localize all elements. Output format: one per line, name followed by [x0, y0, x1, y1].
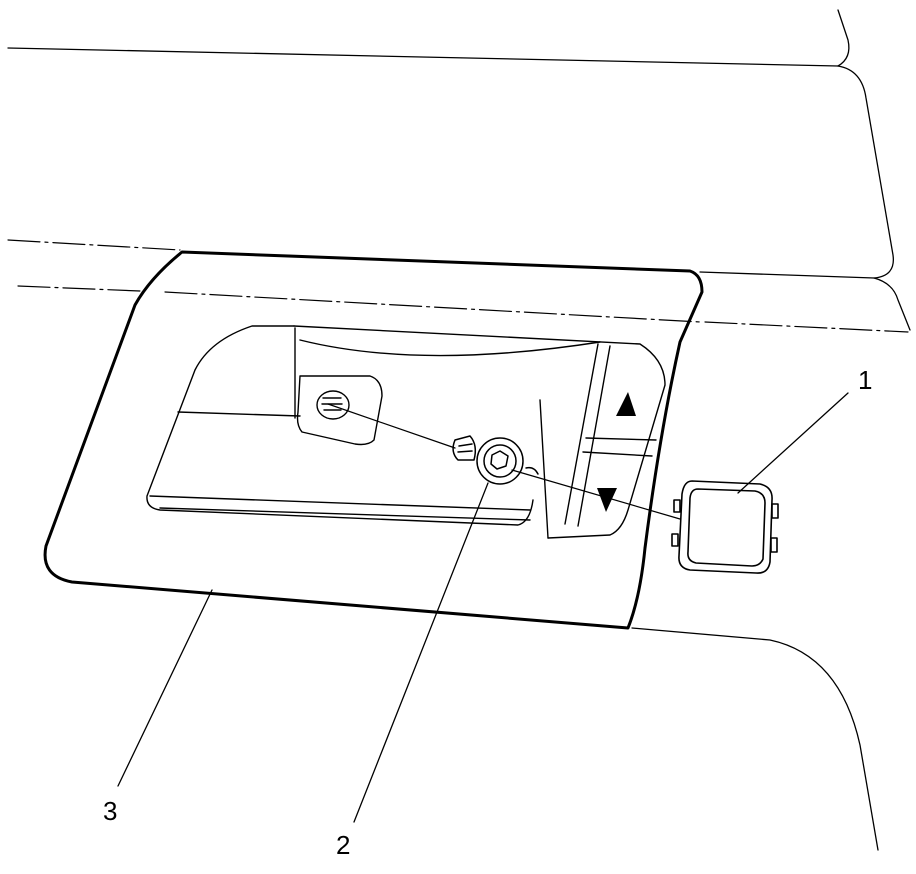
lock-switch-panel: [564, 343, 657, 527]
upper-door-panel: [7, 9, 911, 331]
lower-door-contour: [631, 627, 879, 851]
callout-1-label: 1: [858, 365, 873, 395]
unlock-arrow-icon: [616, 392, 636, 416]
cap: [671, 480, 779, 574]
trim-lines: [7, 239, 909, 333]
handle-recess: [146, 325, 666, 539]
callout-3-label: 3: [103, 796, 118, 826]
leader-line-2: [353, 482, 489, 823]
leader-lines: [117, 392, 849, 823]
screw-boss: [296, 375, 383, 446]
lock-arrow-icon: [597, 488, 617, 512]
leader-line-1: [737, 392, 849, 494]
callout-2-label: 2: [336, 830, 351, 860]
leader-line-3: [117, 589, 213, 787]
handle-bezel: [43, 250, 704, 630]
screw: [452, 435, 539, 485]
assembly-axis: [327, 403, 681, 520]
